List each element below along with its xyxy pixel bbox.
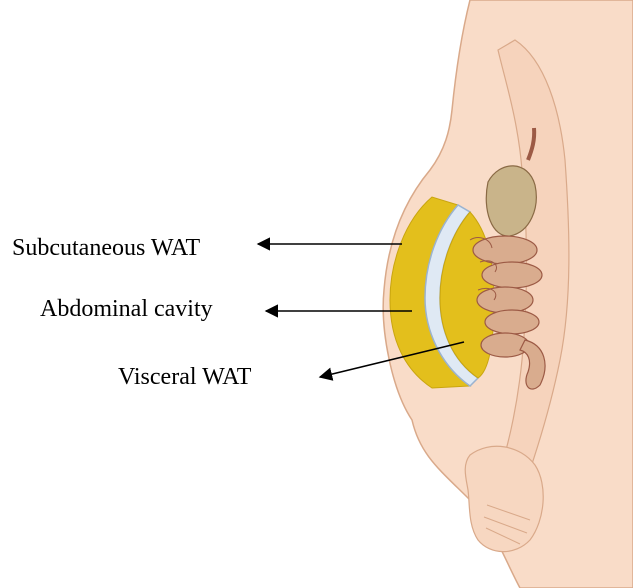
subcutaneous-wat-label: Subcutaneous WAT [12, 236, 200, 260]
abdominal-cavity-label: Abdominal cavity [40, 297, 213, 321]
visceral-wat-label: Visceral WAT [118, 365, 251, 389]
hand [465, 446, 543, 551]
